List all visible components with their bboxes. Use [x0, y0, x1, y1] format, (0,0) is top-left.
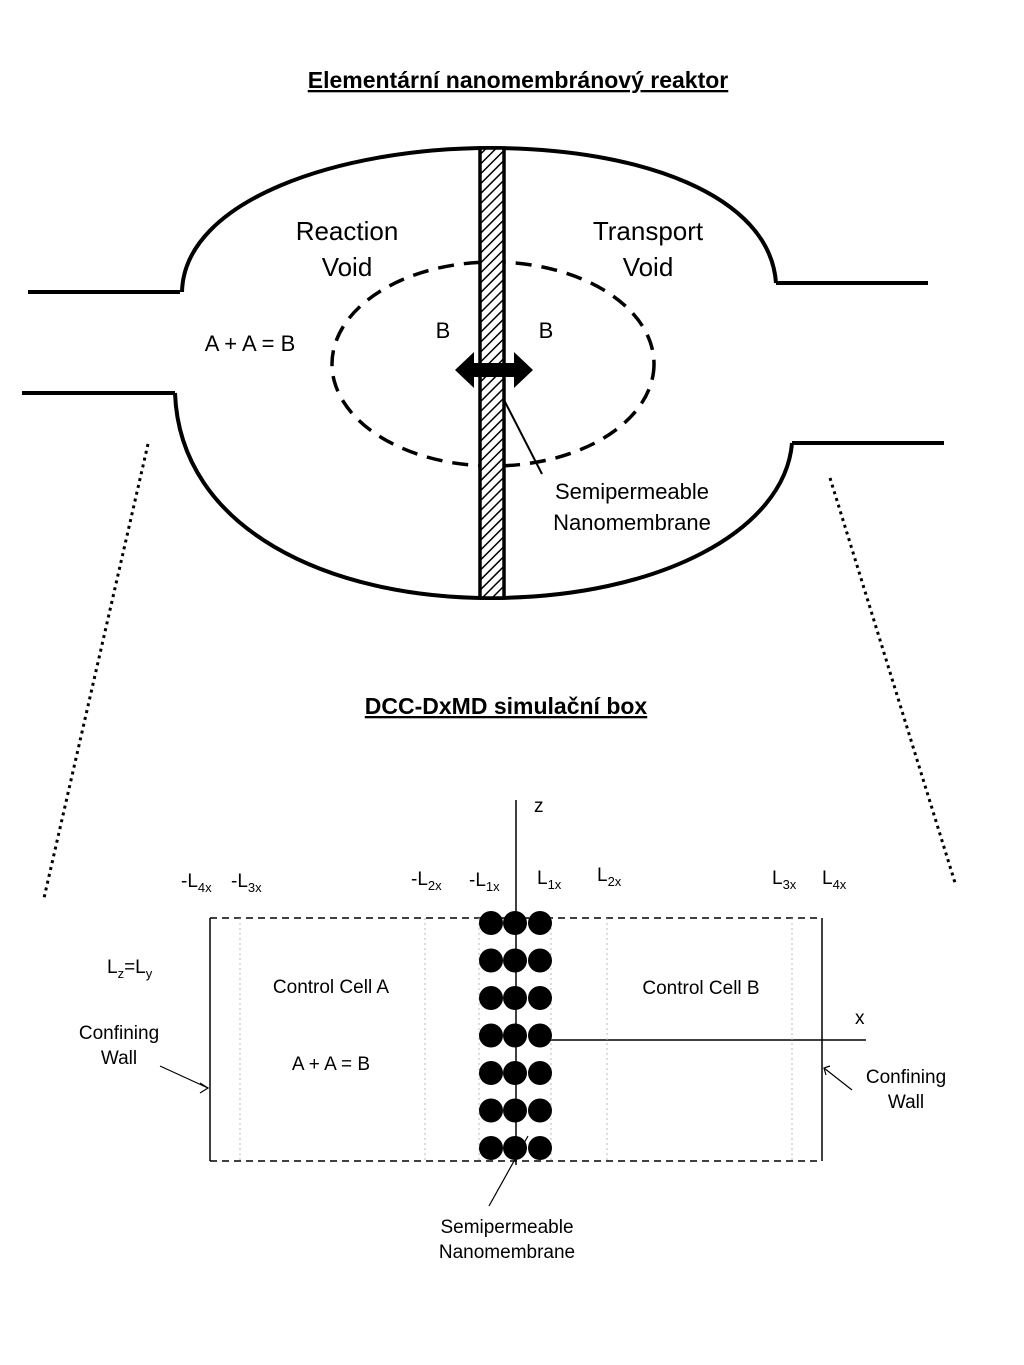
- confining-wall-left-label-line2: Wall: [101, 1048, 137, 1069]
- x-axis-label: x: [855, 1008, 865, 1029]
- reaction-void-label-line1: Reaction: [296, 216, 399, 246]
- membrane-atoms: [479, 911, 552, 1160]
- boundary-label-l4x: L4x: [822, 868, 847, 892]
- double-arrow-icon: [455, 352, 533, 388]
- z-axis-label: z: [534, 796, 544, 817]
- membrane-label-line2: Nanomembrane: [553, 510, 711, 535]
- sim-box-title: DCC-DxMD simulační box: [365, 693, 648, 719]
- membrane-atom: [528, 986, 552, 1010]
- boundary-label-l1x: L1x: [537, 868, 562, 892]
- reaction-void-label-line2: Void: [322, 252, 373, 282]
- boundary-label-l3x: L3x: [772, 868, 797, 892]
- boundary-label-minus-l2x: -L2x: [411, 869, 442, 893]
- membrane-atom: [479, 948, 503, 973]
- transport-void-label-line2: Void: [623, 252, 674, 282]
- confining-wall-left-label-line1: Confining: [79, 1023, 159, 1044]
- membrane-atom: [479, 986, 503, 1010]
- sim-reaction-equation: A + A = B: [292, 1054, 370, 1075]
- membrane-atom: [528, 1061, 552, 1085]
- confining-wall-right-label-line2: Wall: [888, 1092, 924, 1113]
- boundary-label-minus-l3x: -L3x: [231, 871, 262, 895]
- reaction-equation: A + A = B: [205, 331, 296, 356]
- confining-wall-right-pointer-tip: [823, 1065, 831, 1076]
- membrane-atom: [503, 1023, 527, 1048]
- membrane-atom: [528, 1023, 552, 1048]
- membrane-atom: [503, 1061, 527, 1085]
- membrane-atom: [479, 1098, 503, 1123]
- confining-wall-right-pointer: [823, 1067, 853, 1091]
- boundary-label-minus-l4x: -L4x: [181, 871, 212, 895]
- membrane-atom: [503, 911, 527, 935]
- membrane-atom: [528, 1136, 552, 1160]
- membrane-atom: [528, 948, 552, 973]
- control-cell-b-label: Control Cell B: [642, 978, 759, 999]
- reactor-title: Elementární nanomembránový reaktor: [308, 67, 729, 93]
- zoom-line-right: [828, 477, 958, 887]
- confining-wall-right-label-line1: Confining: [866, 1067, 946, 1088]
- species-b-left: B: [436, 318, 451, 343]
- boundary-label-l2x: L2x: [597, 865, 622, 889]
- species-b-right: B: [539, 318, 554, 343]
- membrane-atom: [479, 1061, 503, 1085]
- membrane-atom: [528, 911, 552, 935]
- membrane-atom: [479, 911, 503, 935]
- membrane-atom: [479, 1136, 503, 1160]
- membrane-atom: [503, 948, 527, 973]
- boundary-labels: -L4x -L3x -L2x -L1x L1x L2x L3x L4x: [181, 865, 847, 895]
- sim-membrane-label-line1: Semipermeable: [440, 1217, 573, 1238]
- membrane-atom: [503, 1098, 527, 1123]
- sim-membrane-label-line2: Nanomembrane: [439, 1242, 575, 1263]
- membrane-atom: [479, 1023, 503, 1048]
- zoom-line-left: [42, 443, 150, 899]
- membrane-pointer-line: [502, 397, 543, 475]
- membrane-atom: [503, 986, 527, 1010]
- membrane-label-line1: Semipermeable: [555, 479, 709, 504]
- confining-wall-left-pointer-tip: [199, 1082, 210, 1094]
- membrane-atom: [528, 1098, 552, 1123]
- control-cell-a-label: Control Cell A: [273, 977, 389, 998]
- membrane-atom: [503, 1136, 527, 1160]
- confining-wall-left-pointer: [159, 1065, 209, 1089]
- transport-void-label-line1: Transport: [593, 216, 704, 246]
- sim-membrane-pointer-line: [488, 1135, 529, 1207]
- lz-eq-ly-label: Lz=Ly: [107, 957, 153, 981]
- boundary-label-minus-l1x: -L1x: [469, 870, 500, 894]
